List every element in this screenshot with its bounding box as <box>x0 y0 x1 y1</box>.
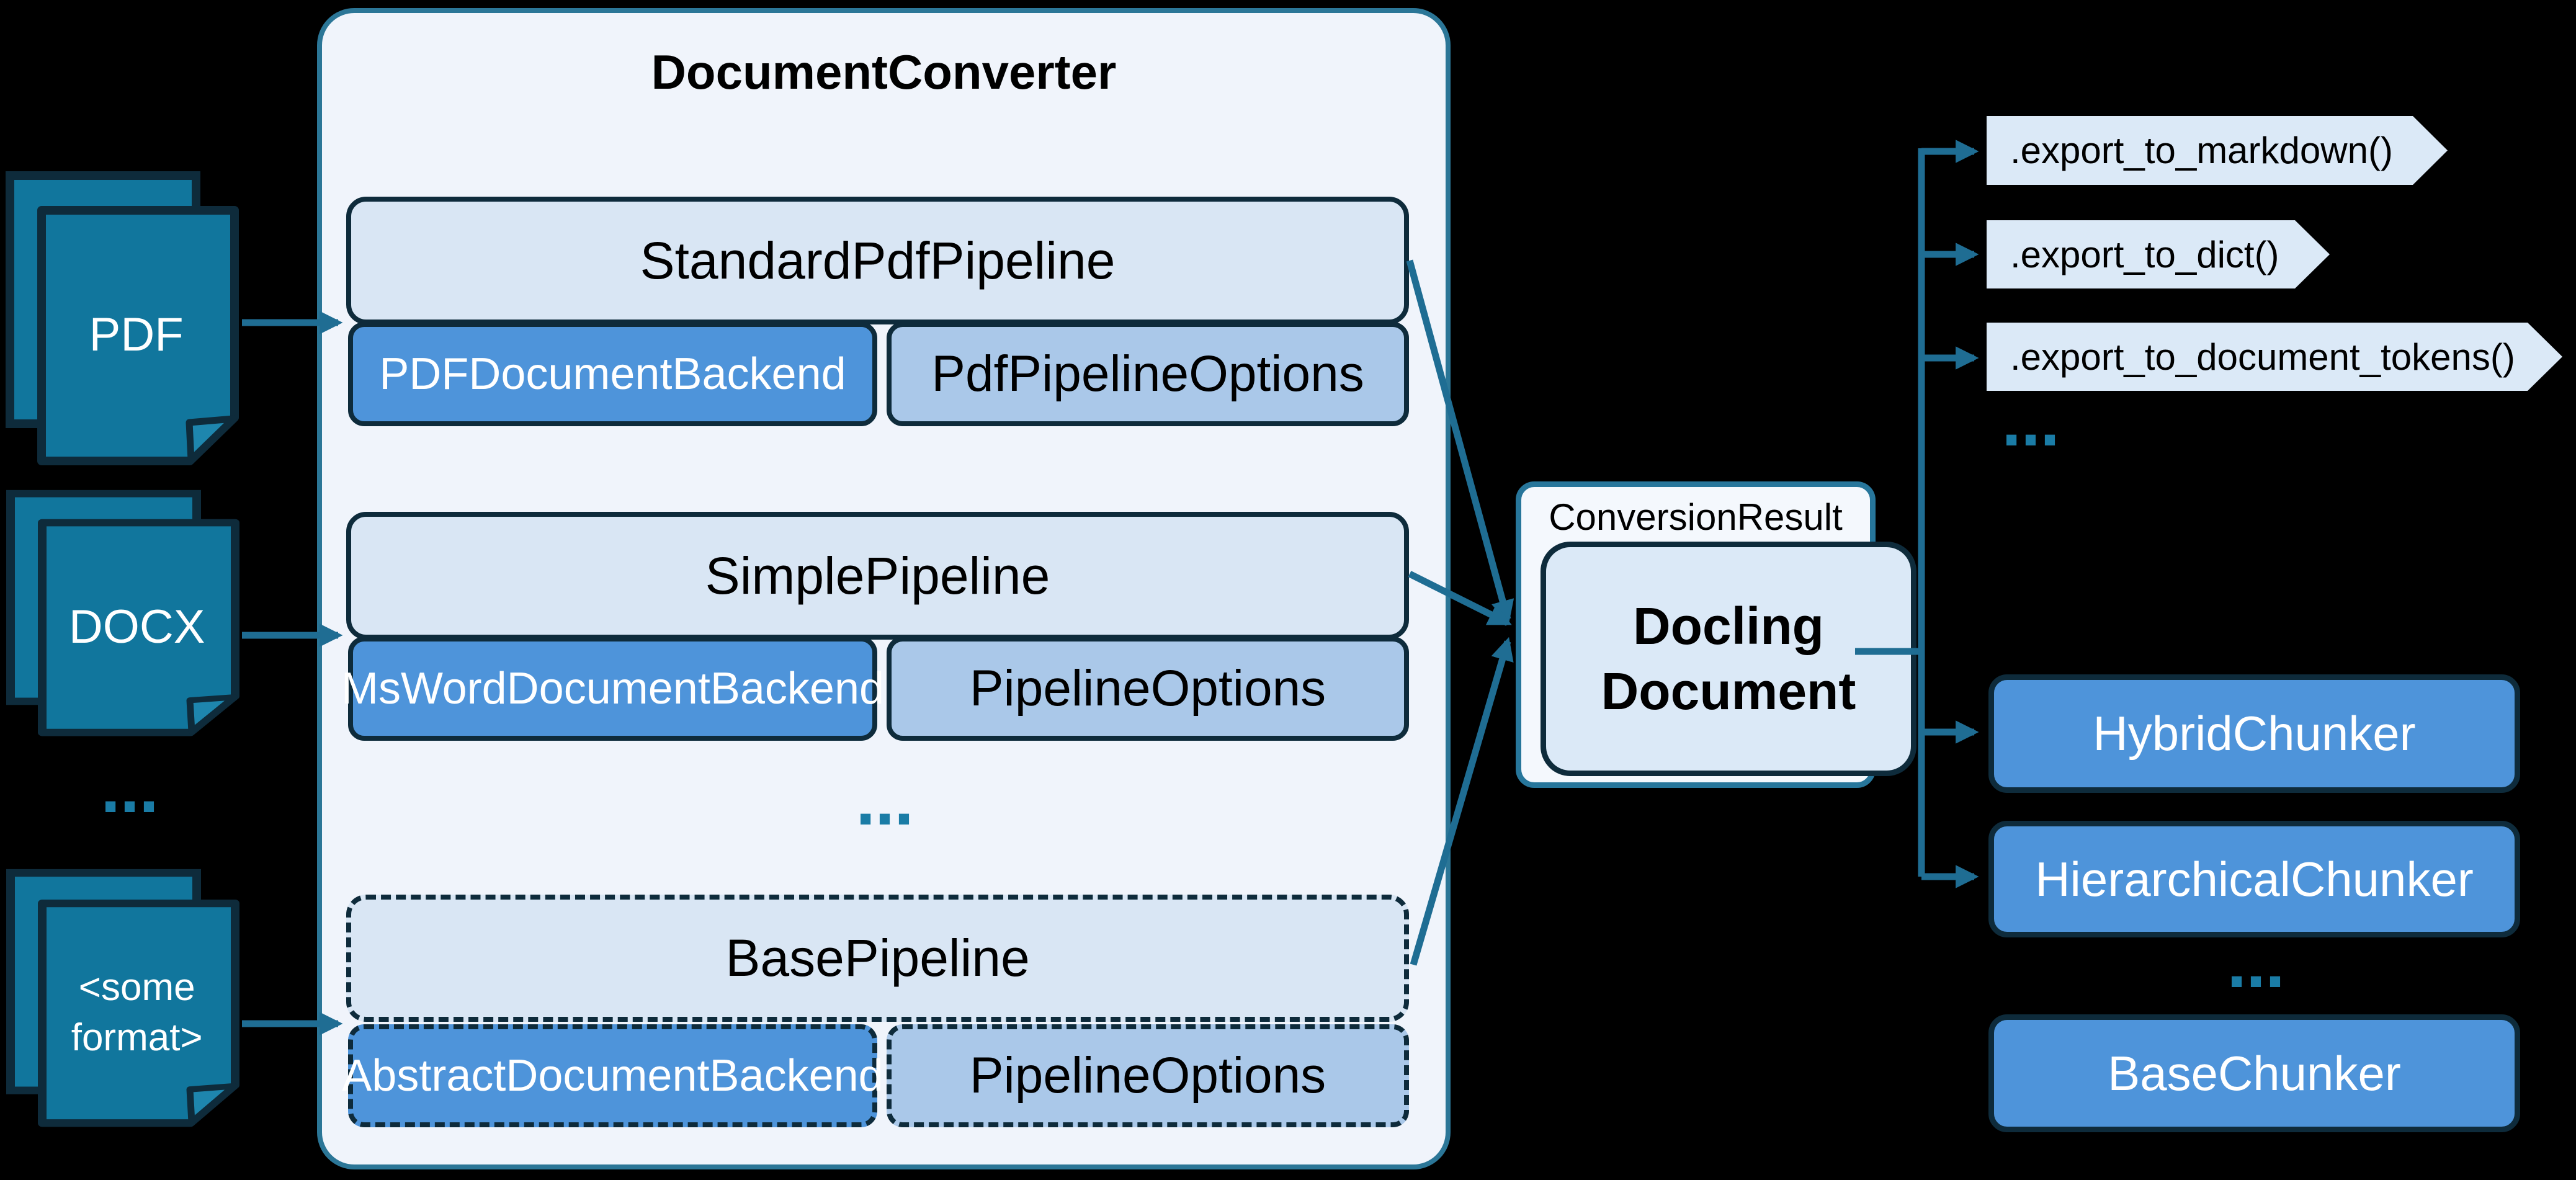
input-some-format: <some format> <box>6 869 240 1129</box>
conversion-result-box: ConversionResult Docling Document <box>1516 481 1916 788</box>
base-chunker-box: BaseChunker <box>1988 1014 2520 1132</box>
exports-ellipsis: ... <box>2000 393 2061 459</box>
options-pipeline: PipelineOptions <box>887 637 1409 741</box>
export-to-dict-tag: .export_to_dict() <box>1987 220 2330 288</box>
options-base-pipeline: PipelineOptions <box>887 1024 1409 1127</box>
input-docx-label: DOCX <box>68 600 205 653</box>
export-to-markdown-tag: .export_to_markdown() <box>1987 116 2448 185</box>
inputs-ellipsis: ... <box>99 759 160 826</box>
input-docx: DOCX <box>6 489 240 738</box>
input-pdf-label: PDF <box>89 308 184 361</box>
document-stack-icon <box>6 489 239 736</box>
pipeline-base: BasePipeline <box>346 895 1409 1022</box>
document-converter-box: DocumentConverter StandardPdfPipeline PD… <box>317 8 1451 1169</box>
input-pdf: PDF <box>5 171 239 467</box>
backend-pdf-document: PDFDocumentBackend <box>348 322 877 426</box>
pipeline-standard-pdf: StandardPdfPipeline <box>346 197 1409 324</box>
document-stack-icon <box>6 171 239 465</box>
pipeline-simple: SimplePipeline <box>346 512 1409 640</box>
hierarchical-chunker-box: HierarchicalChunker <box>1988 821 2520 937</box>
export-to-document-tokens-tag: .export_to_document_tokens() <box>1987 323 2562 391</box>
conversion-result-label: ConversionResult <box>1549 496 1843 538</box>
chunkers-ellipsis: ... <box>2225 934 2286 1001</box>
options-pdf-pipeline: PdfPipelineOptions <box>887 322 1409 426</box>
document-converter-title: DocumentConverter <box>651 45 1117 99</box>
converter-ellipsis: ... <box>854 772 915 838</box>
docling-document-box: Docling Document <box>1541 542 1916 776</box>
backend-msword-document: MsWordDocumentBackend <box>341 637 884 741</box>
hybrid-chunker-box: HybridChunker <box>1988 674 2520 793</box>
input-some-format-label: <some format> <box>71 965 203 1059</box>
document-stack-icon <box>6 869 239 1127</box>
backend-abstract-document: AbstractDocumentBackend <box>342 1024 883 1127</box>
